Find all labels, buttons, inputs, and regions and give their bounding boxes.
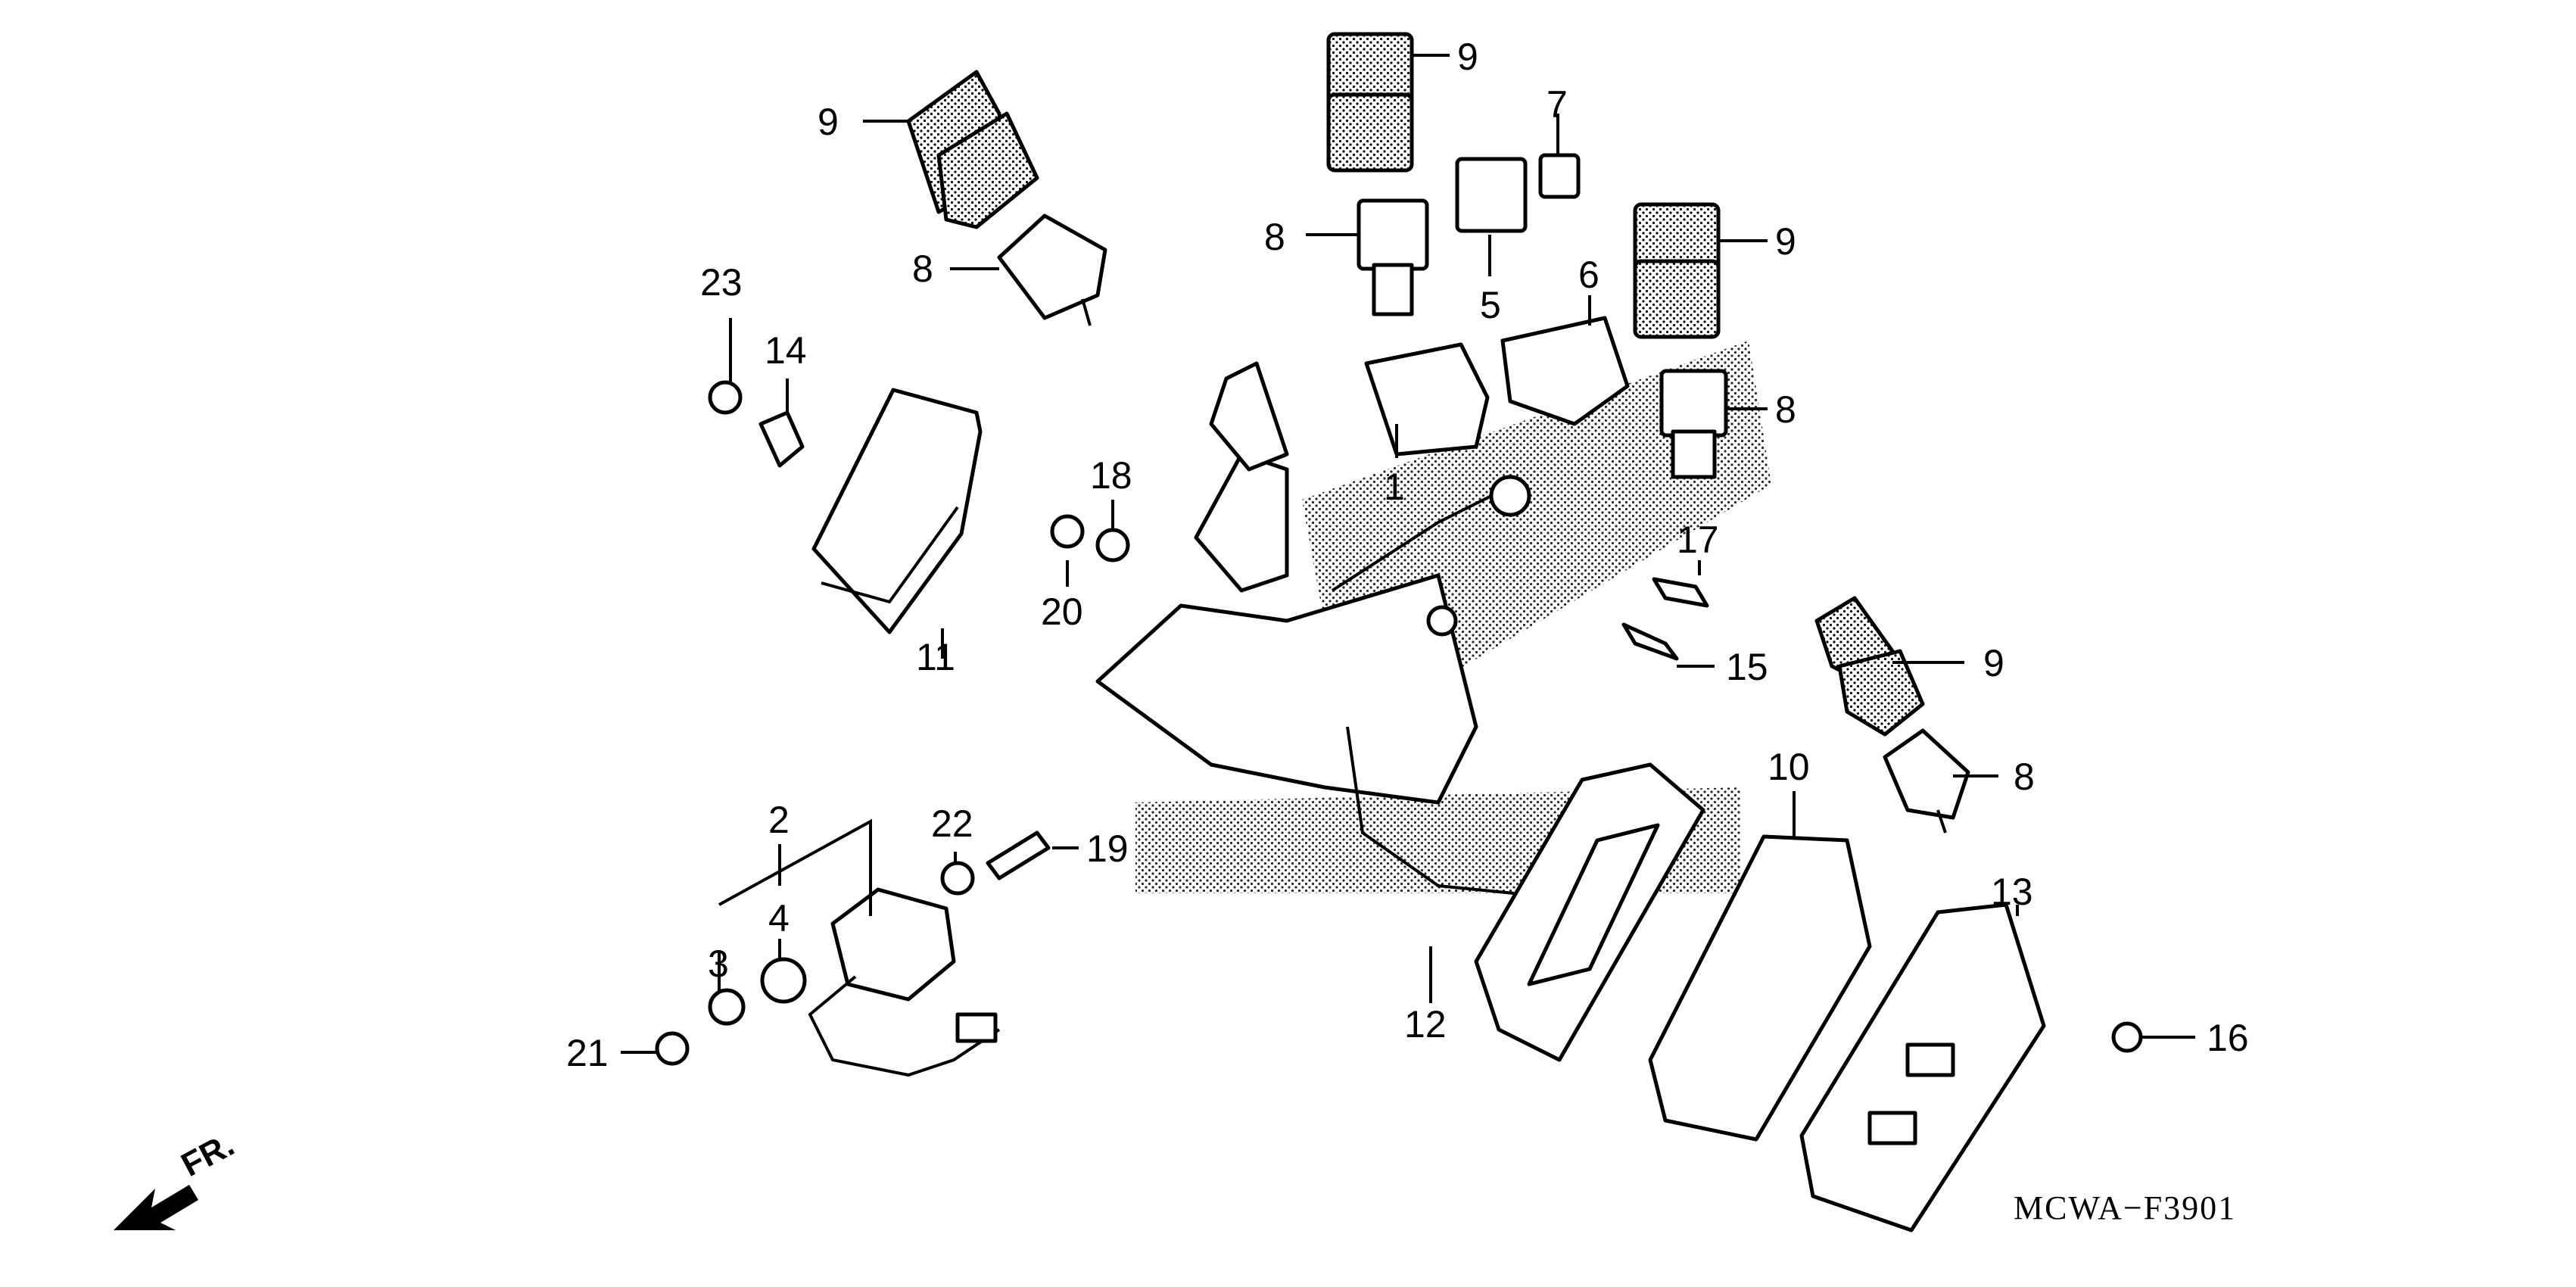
nut-20[interactable] [1050,514,1085,549]
callouts: 9 8 9 7 8 5 6 9 8 1 23 9 14 11 18 20 17 … [566,36,2249,1074]
callout-9-b: 9 [1457,36,1478,78]
callout-8-a: 8 [912,248,933,290]
callout-9-d: 9 [1983,642,2004,684]
diagram-code: MCWA−F3901 [2014,1189,2236,1226]
callout-2: 2 [768,799,790,841]
callout-7: 7 [1547,83,1568,126]
bolt-19[interactable] [986,830,1051,880]
callout-19: 19 [1086,827,1129,870]
callout-5: 5 [1480,284,1501,326]
callout-8-d: 8 [2014,756,2035,798]
callout-17: 17 [1677,519,1719,561]
control-unit-10[interactable] [1648,834,1872,1142]
leader-lines [621,54,2195,1054]
washer-18[interactable] [1095,528,1130,562]
nut-21[interactable] [655,1031,690,1066]
collar-3[interactable] [708,988,746,1026]
relay-8-top-center[interactable] [1357,198,1429,316]
clip-14[interactable] [758,410,805,468]
front-direction-indicator: FR. [114,1126,240,1230]
relay-5[interactable] [1455,157,1528,233]
bolt-15[interactable] [1621,622,1679,661]
coil-2[interactable] [808,887,1001,1077]
callout-9-a: 9 [818,101,839,143]
callout-8-c: 8 [1775,388,1796,431]
callout-8-b: 8 [1264,216,1285,258]
relay-9-top-center[interactable] [1326,32,1414,173]
callout-21: 21 [566,1032,609,1074]
callout-1: 1 [1384,466,1405,508]
cushion-4[interactable] [760,957,807,1004]
relay-8-top-left[interactable] [997,213,1107,326]
screw-16[interactable] [2111,1021,2143,1053]
callout-6: 6 [1578,254,1599,296]
bolt-17[interactable] [1652,577,1709,608]
relay-9-top-left[interactable] [906,70,1039,229]
callout-4: 4 [768,897,790,940]
relay-8-lower-right[interactable] [1883,728,1970,834]
callout-16: 16 [2207,1017,2249,1059]
main-bracket[interactable] [1095,361,1531,895]
callout-14-label: 14 [765,329,807,372]
callout-23: 23 [700,261,743,304]
callout-12: 12 [1404,1003,1447,1045]
callout-13: 13 [1991,871,2033,913]
washer-22[interactable] [940,861,975,896]
callout-9-c: 9 [1775,220,1796,263]
arrow-front-icon [114,1185,198,1230]
callout-20: 20 [1041,591,1083,633]
bolt-23[interactable] [708,380,743,415]
direction-label: FR. [176,1126,241,1184]
callout-3: 3 [708,943,729,985]
relay-9-lower-right[interactable] [1814,596,1925,737]
holder-1[interactable] [1364,342,1490,457]
callout-18: 18 [1090,454,1132,497]
fuse-7[interactable] [1538,153,1581,199]
callout-10: 10 [1768,746,1810,788]
relay-8-right[interactable] [1659,369,1728,479]
callout-22: 22 [931,802,973,845]
callout-15-label: 15 [1726,646,1768,688]
callout-11: 11 [916,636,955,678]
control-unit-11[interactable] [811,388,983,634]
relay-9-right[interactable] [1633,202,1721,339]
cover-6[interactable] [1500,316,1630,426]
